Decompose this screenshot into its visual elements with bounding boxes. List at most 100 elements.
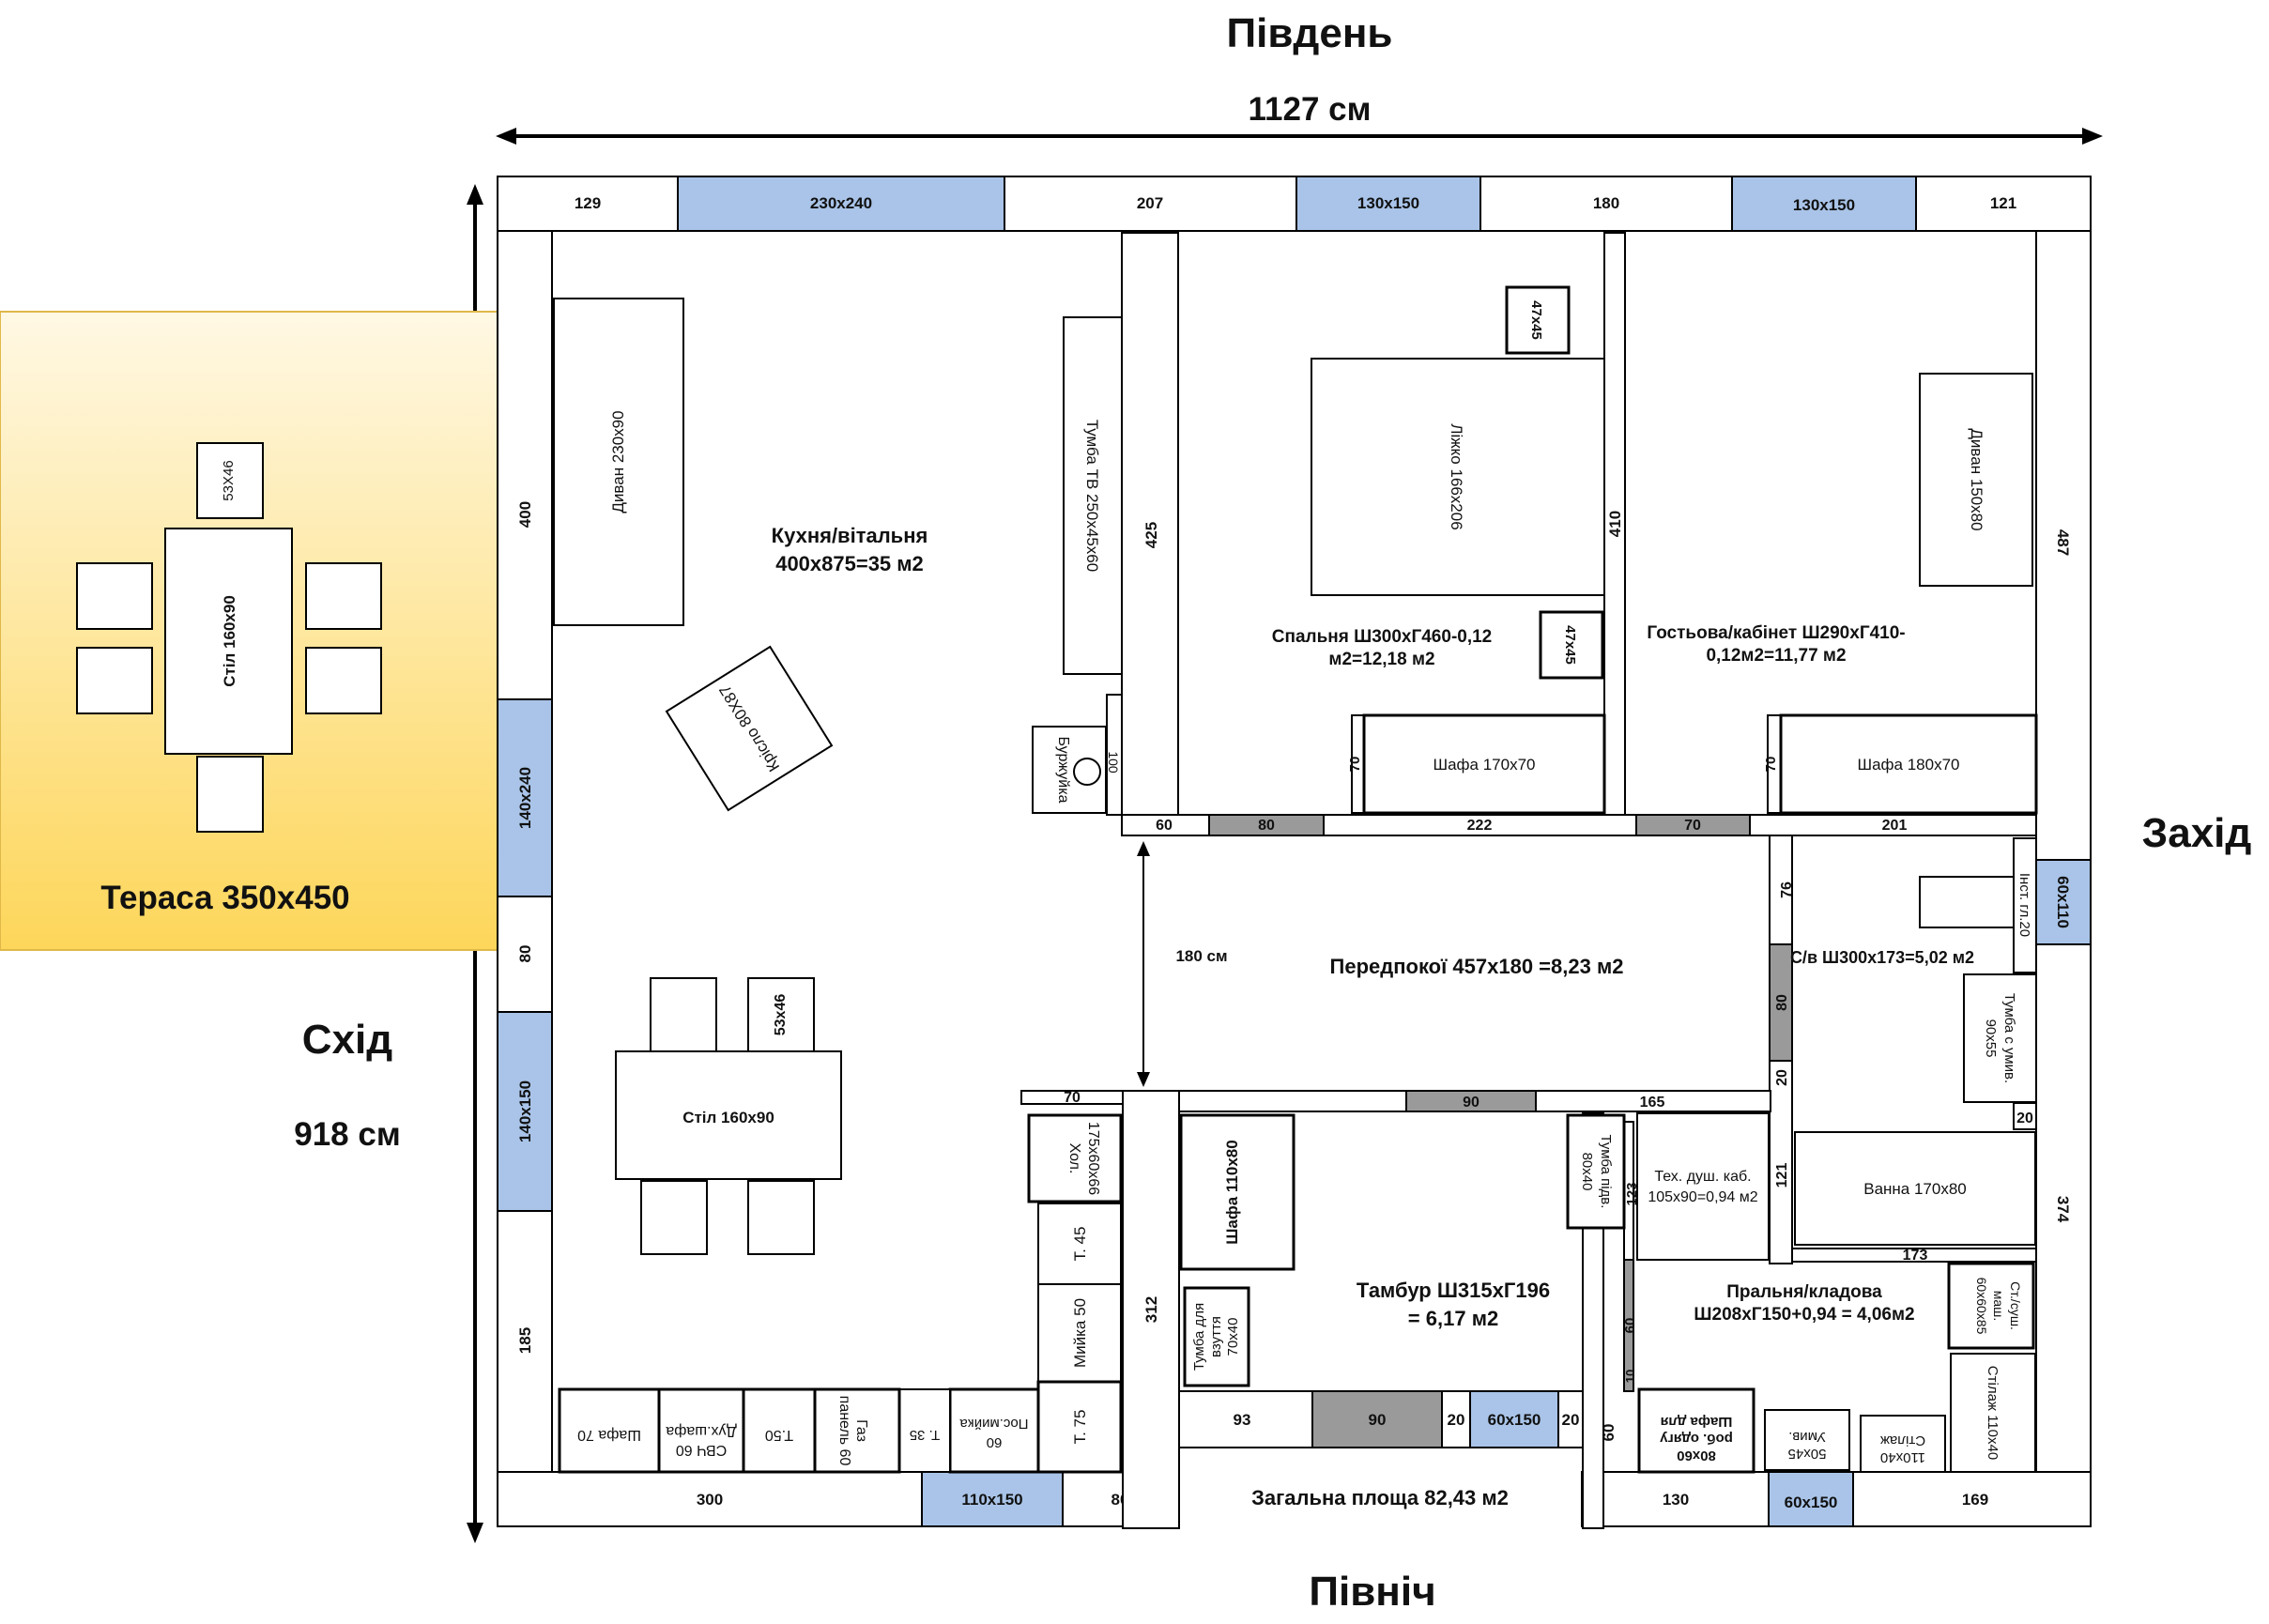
- dining-table: [615, 1050, 842, 1180]
- bottom-dim: 169: [1962, 1491, 1988, 1509]
- bed-label: Ліжко 166х206: [1448, 423, 1465, 529]
- shoe-cabinet-label: 70х40: [1225, 1318, 1241, 1356]
- sofa: [1919, 373, 2033, 587]
- washer: [1947, 1262, 2035, 1350]
- dim-label: 70: [1064, 1090, 1081, 1106]
- fridge-label: 175х60х66: [1085, 1122, 1101, 1195]
- dim-label: 80: [1258, 818, 1275, 834]
- dim-label: 20: [1448, 1411, 1465, 1429]
- compass-west: Захід: [2142, 810, 2252, 856]
- left-window-dim: 140х240: [516, 767, 534, 829]
- sofa-label: Диван 230х90: [609, 410, 627, 513]
- wardrobe-label: Шафа 110х80: [1223, 1140, 1241, 1244]
- door: [1405, 1090, 1537, 1112]
- room-guest-name: Гостьова/кабінет Ш290хГ410-: [1647, 623, 1905, 643]
- dim-label: 165: [1640, 1095, 1665, 1111]
- oven-label: Дух.шафа: [666, 1423, 737, 1439]
- nightstand: [1539, 610, 1604, 680]
- wardrobe: [1179, 1113, 1295, 1271]
- dim-label: 410: [1606, 511, 1624, 537]
- room-kitchen-name: Кухня/вітальня: [772, 524, 928, 547]
- door: [1769, 943, 1793, 1062]
- right-dim: 374: [2054, 1196, 2072, 1223]
- dim-label: 60: [1622, 1318, 1638, 1334]
- room-laundry-area: Ш208хГ150+0,94 = 4,06м2: [1694, 1305, 1914, 1325]
- top-dim: 121: [1990, 194, 2016, 212]
- nightstand-label: 47х45: [1562, 625, 1578, 665]
- rack: [1860, 1415, 1946, 1473]
- bottom-window-dim: 110х150: [961, 1491, 1022, 1509]
- dim-label: 80: [1774, 994, 1790, 1011]
- workwear-label: 80х60: [1677, 1448, 1716, 1463]
- corridor-width-arrow: [1137, 841, 1150, 1087]
- door: [1311, 1390, 1443, 1448]
- shower-label: Тех. душ. каб.: [1654, 1169, 1751, 1185]
- dim-label: 93: [1234, 1411, 1251, 1429]
- dim-label: 121: [1774, 1163, 1790, 1188]
- room-kitchen-area: 400х875=35 м2: [775, 552, 924, 575]
- sink-label: Мийка 50: [1071, 1298, 1089, 1368]
- dim-label: 20: [1774, 1069, 1790, 1086]
- left-dim: 400: [516, 501, 534, 528]
- washbasin-label: 50х45: [1788, 1446, 1827, 1462]
- dim-label: 60: [1156, 818, 1173, 834]
- bedroom: 47х45 Ліжко 166х206 47х45 70 Шафа 170х70…: [1272, 285, 1606, 815]
- bathtub: [1794, 1131, 2036, 1246]
- washer-label: маш.: [1991, 1291, 2006, 1322]
- top-dim: 207: [1137, 194, 1163, 212]
- sink-cabinet: [1566, 1113, 1626, 1230]
- corridor-width-label: 180 см: [1175, 947, 1227, 965]
- washbasin: [1764, 1409, 1850, 1471]
- left-dim: 80: [516, 945, 534, 963]
- terrace-stool: [76, 562, 153, 630]
- oven-label: СВЧ 60: [676, 1442, 728, 1458]
- cabinet-label: Т. 35: [910, 1427, 941, 1443]
- fridge-label: Хол.: [1066, 1143, 1082, 1174]
- sink: [1037, 1283, 1122, 1383]
- installation-label: Інст. гл.20: [2016, 873, 2032, 937]
- dim-label: 10: [1623, 1370, 1637, 1383]
- total-depth-label: 918 см: [294, 1116, 400, 1153]
- rack-label: 110х40: [1880, 1449, 1925, 1465]
- terrace: Стіл 160х90 53Х46 Тераса 350х450: [0, 311, 498, 951]
- dim-label: 76: [1779, 881, 1795, 898]
- washer-label: 60х60х85: [1974, 1278, 1989, 1335]
- right-dim: 487: [2054, 529, 2072, 556]
- stove-icon: [1073, 758, 1101, 786]
- terrace-stool: [305, 562, 382, 630]
- compass-north: Північ: [1309, 1569, 1435, 1615]
- chair: [747, 977, 815, 1052]
- bath-cabinet-label: 90х55: [1983, 1019, 1999, 1058]
- tambur: Шафа 110х80 Тумба для взуття 70х40 Тумба…: [1179, 1113, 1626, 1387]
- top-window-dim: 130х150: [1357, 194, 1419, 212]
- left-window-dim: 140х150: [516, 1080, 534, 1142]
- stove-dim: 100: [1106, 751, 1121, 774]
- chair: [747, 1180, 815, 1255]
- bottom-dim: 130: [1663, 1491, 1689, 1509]
- wardrobe: [1779, 713, 2038, 815]
- right-window-dim: 60х110: [2054, 876, 2072, 928]
- bath-cabinet-label: Тумба с умив.: [2001, 993, 2017, 1083]
- shoe-cabinet-label: взуття: [1208, 1316, 1224, 1357]
- dim-label: 70: [1684, 818, 1701, 834]
- rack: [1950, 1353, 2036, 1473]
- compass-south: Південь: [1227, 10, 1393, 56]
- wardrobe: [1362, 713, 1606, 815]
- cabinet-label: Т.50: [765, 1427, 793, 1443]
- rack-label: Стілаж: [1880, 1432, 1925, 1448]
- terrace-table: [164, 528, 293, 755]
- dim-label: 312: [1142, 1296, 1160, 1323]
- window-top: [1731, 176, 1917, 232]
- room-bedroom-area: м2=12,18 м2: [1328, 650, 1434, 669]
- dim-label: 222: [1467, 818, 1493, 834]
- stove-label: Буржуйка: [1055, 737, 1071, 804]
- cabinet: [1037, 1203, 1122, 1285]
- dim-label: 20: [1562, 1411, 1580, 1429]
- dim-label: 201: [1882, 818, 1908, 834]
- dining-table-label: Стіл 160х90: [682, 1109, 774, 1126]
- cabinet-label: Т. 75: [1071, 1410, 1089, 1445]
- room-laundry-name: Пральня/кладова: [1726, 1282, 1882, 1302]
- tv-stand: [1063, 316, 1123, 675]
- window-top: [1295, 176, 1481, 232]
- sink-cabinet-label: Тумба підв.: [1598, 1135, 1614, 1209]
